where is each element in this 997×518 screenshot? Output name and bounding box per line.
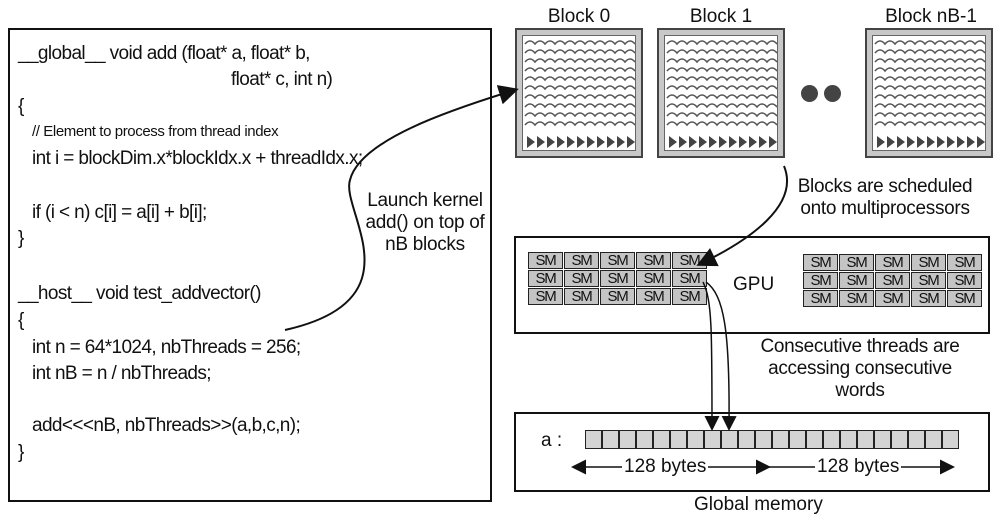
segment-label-1: 128 bytes <box>622 456 708 478</box>
segment-label-2: 128 bytes <box>815 456 901 478</box>
global-memory-caption: Global memory <box>694 494 823 516</box>
launch-arrow <box>285 90 515 330</box>
access-arrow-1 <box>703 282 712 428</box>
schedule-arrow <box>700 166 787 264</box>
